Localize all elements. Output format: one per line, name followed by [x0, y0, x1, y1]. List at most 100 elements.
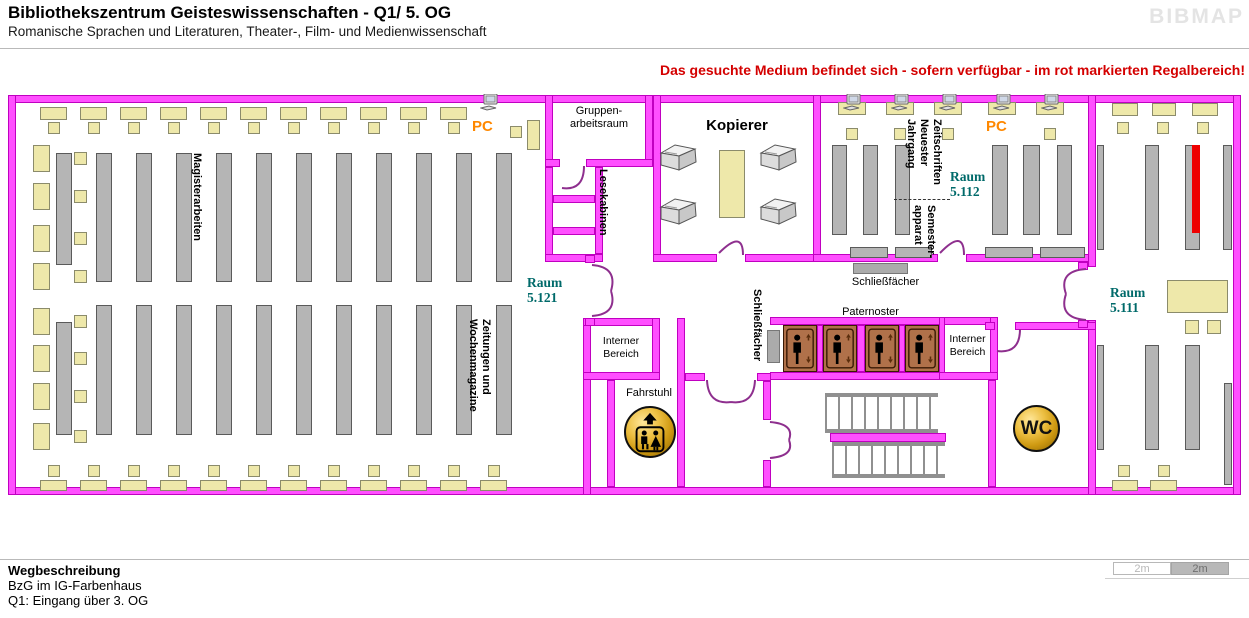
footer-divider: [0, 559, 1249, 560]
reading-table: [120, 480, 147, 491]
wall: [553, 227, 595, 235]
chair: [74, 315, 87, 328]
wall: [653, 95, 661, 262]
bookshelf: [1223, 145, 1232, 250]
photocopier-icon: [657, 195, 699, 227]
computer-monitor-icon: [938, 93, 959, 112]
elevator-people-up-arrow-icon: [624, 406, 676, 458]
chair: [488, 465, 500, 477]
bookshelf: [376, 305, 392, 435]
bookshelf: [216, 305, 232, 435]
wall: [830, 433, 946, 442]
computer-monitor-icon: [890, 93, 911, 112]
reading-table: [240, 480, 267, 491]
bookshelf: [296, 153, 312, 282]
bookshelf: [863, 145, 878, 235]
chair: [88, 465, 100, 477]
wall: [985, 322, 995, 330]
reading-table: [1150, 480, 1177, 491]
wall: [553, 195, 595, 203]
chair: [248, 465, 260, 477]
chair: [1185, 320, 1199, 334]
chair: [510, 126, 522, 138]
wall: [1088, 320, 1096, 495]
chair: [128, 122, 140, 134]
reading-table: [33, 308, 50, 335]
bookshelf: [1023, 145, 1040, 235]
wall: [652, 318, 660, 380]
red-notice-text: Das gesuchte Medium befindet sich - sofe…: [659, 62, 1245, 78]
bookshelf: [1145, 345, 1159, 450]
wall: [1078, 320, 1088, 328]
label-line: Raum: [527, 275, 563, 290]
scale-bar-underline: [1105, 578, 1249, 579]
label-line: 5.112: [950, 184, 980, 199]
bookshelf: [176, 153, 192, 282]
chair: [208, 122, 220, 134]
chair: [128, 465, 140, 477]
reading-table: [80, 480, 107, 491]
room-number-5121: Raum 5.121: [527, 275, 562, 305]
chair: [168, 122, 180, 134]
bookshelf: [832, 145, 847, 235]
label-schliessfaecher-side: Schließfächer: [751, 289, 763, 362]
wall: [8, 487, 1241, 495]
reading-table: [480, 480, 507, 491]
label-line: Bereich: [603, 347, 639, 360]
wall: [585, 318, 595, 326]
bookshelf: [992, 145, 1008, 235]
lockers-cabinet: [767, 330, 780, 363]
label-paternoster: Paternoster: [842, 306, 899, 318]
page-subtitle: Romanische Sprachen und Literaturen, The…: [8, 24, 487, 39]
scale-bar-segment-1: 2m: [1113, 562, 1171, 575]
wall: [583, 372, 660, 380]
bookshelf: [1097, 345, 1104, 450]
chair: [846, 128, 858, 140]
scale-bar-segment-2: 2m: [1171, 562, 1229, 575]
computer-monitor-icon: [992, 93, 1013, 112]
reading-table: [240, 107, 267, 120]
chair: [74, 390, 87, 403]
wall: [857, 325, 865, 372]
chair: [328, 122, 340, 134]
bookshelf: [416, 153, 432, 282]
wall: [763, 381, 771, 420]
person-in-lift-icon: [865, 325, 899, 372]
chair: [1157, 122, 1169, 134]
bookshelf: [496, 153, 512, 282]
chair: [74, 430, 87, 443]
bookshelf: [1145, 145, 1159, 250]
wall: [1078, 262, 1088, 270]
bookshelf: [496, 305, 512, 435]
reading-table: [280, 480, 307, 491]
reading-table: [1192, 103, 1218, 116]
bookshelf: [416, 305, 432, 435]
wall: [763, 460, 771, 487]
bookshelf: [56, 322, 72, 435]
chair: [1118, 465, 1130, 477]
bookshelf: [96, 153, 112, 282]
label-kopierer: Kopierer: [706, 117, 768, 134]
reading-table: [200, 107, 227, 120]
reading-table: [1112, 480, 1138, 491]
reading-table: [160, 480, 187, 491]
reading-table: [40, 480, 67, 491]
wall: [988, 380, 996, 487]
person-in-lift-icon: [783, 325, 817, 372]
label-line: Wochenmagazine: [467, 319, 479, 412]
wc-circle-icon: WC: [1013, 405, 1060, 452]
footer-line-2: Q1: Eingang über 3. OG: [8, 593, 149, 608]
dashed-divider: [894, 199, 950, 200]
label-interner-bereich-1: Interner Bereich: [589, 335, 653, 360]
person-in-lift-icon: [823, 325, 857, 372]
reading-table: [400, 480, 427, 491]
bookshelf: [216, 153, 232, 282]
reading-table: [40, 107, 67, 120]
stairs-flight: [825, 393, 938, 433]
reading-table: [80, 107, 107, 120]
wall: [745, 254, 821, 262]
wall: [8, 95, 16, 495]
label-line: Bereich: [949, 345, 986, 358]
bookshelf: [1185, 345, 1200, 450]
